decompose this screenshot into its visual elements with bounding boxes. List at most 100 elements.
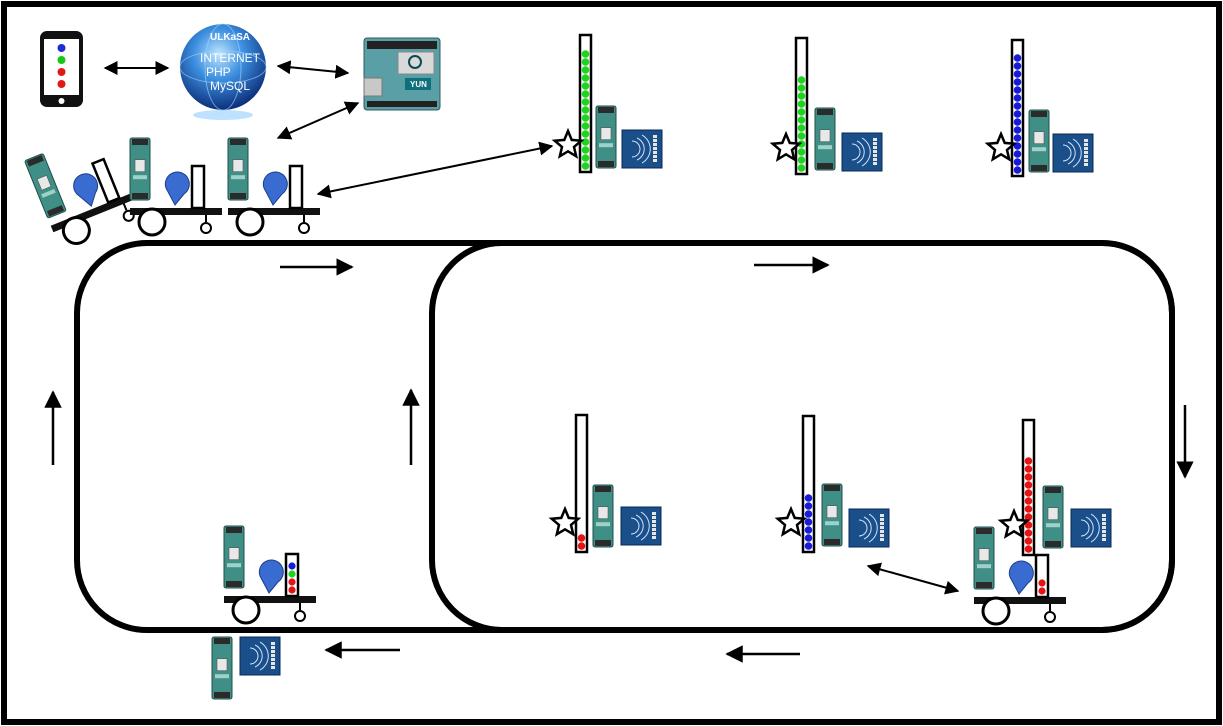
led-tower — [801, 414, 816, 554]
led-tower — [574, 413, 589, 554]
star-marker-icon — [551, 127, 585, 159]
station-led-icon — [804, 518, 813, 526]
station-led-icon — [797, 84, 806, 92]
cart-wheel-icon — [137, 207, 167, 237]
globe-internet-text: INTERNET — [200, 51, 261, 65]
station-led-icon — [804, 542, 813, 550]
phone-led-icon — [57, 56, 66, 64]
station-led-icon — [804, 526, 813, 534]
phone-led-icon — [57, 68, 66, 76]
cart-led-icon — [288, 586, 296, 594]
station-led-icon — [1024, 497, 1033, 505]
station-led-icon — [577, 542, 586, 550]
yun-label: YUN — [410, 80, 427, 89]
station-led-icon — [797, 116, 806, 124]
arduino-board-icon — [592, 484, 614, 548]
cart-led-tower — [190, 164, 206, 210]
station-led-icon — [797, 132, 806, 140]
station-led-icon — [797, 92, 806, 100]
smartphone-icon — [40, 31, 83, 107]
cart-wheel-icon — [1044, 611, 1056, 623]
rfid-reader-icon — [848, 508, 890, 548]
bottom-station-2 — [774, 414, 890, 554]
cart-platform — [130, 208, 222, 215]
station-led-icon — [1024, 505, 1033, 513]
top-station-2 — [769, 36, 883, 176]
station-led-icon — [797, 148, 806, 156]
arduino-board-icon — [129, 137, 151, 201]
cart-bottom-right — [973, 526, 1066, 626]
station-led-icon — [581, 162, 590, 170]
link-arrows — [103, 60, 960, 595]
station-led-icon — [581, 82, 590, 90]
cart-led-icon — [288, 562, 296, 570]
station-led-icon — [1024, 481, 1033, 489]
station-led-icon — [581, 106, 590, 114]
rfid-tag-icon — [258, 559, 284, 594]
station-led-icon — [1013, 54, 1022, 62]
station-led-icon — [581, 154, 590, 162]
star-marker-icon — [548, 505, 582, 537]
cart-top-2 — [227, 137, 320, 237]
station-led-icon — [1013, 166, 1022, 174]
station-led-icon — [797, 140, 806, 148]
globe-mysql-text: MySQL — [210, 79, 250, 93]
station-led-icon — [1013, 118, 1022, 126]
arduino-board-icon — [227, 137, 249, 201]
carts-layer — [24, 137, 1066, 626]
station-led-icon — [581, 146, 590, 154]
station-led-icon — [577, 534, 586, 542]
station-led-icon — [581, 122, 590, 130]
station-led-icon — [1013, 126, 1022, 134]
rfid-tag-icon — [164, 171, 190, 206]
station-led-icon — [797, 100, 806, 108]
station-led-icon — [1013, 102, 1022, 110]
station-led-icon — [1013, 150, 1022, 158]
star-marker-icon — [997, 507, 1031, 539]
rfid-reader-icon — [841, 132, 883, 172]
cart-led-icon — [1038, 587, 1046, 595]
station-led-icon — [581, 98, 590, 106]
cart-wheel-icon — [294, 610, 306, 622]
station-led-icon — [1013, 86, 1022, 94]
arduino-board-icon — [1042, 485, 1064, 549]
cart-led-tower — [1034, 553, 1050, 599]
arduino-board-icon — [24, 153, 67, 219]
station-led-icon — [797, 164, 806, 172]
station-led-icon — [581, 66, 590, 74]
station-led-icon — [581, 50, 590, 58]
rfid-reader-icon — [1052, 133, 1094, 173]
cart-led-icon — [1038, 579, 1046, 587]
station-led-icon — [797, 124, 806, 132]
arduino-board-icon — [814, 107, 836, 171]
star-marker-icon — [774, 505, 808, 537]
cart-wheel-icon — [200, 222, 212, 234]
station-led-icon — [581, 138, 590, 146]
rfid-reader-icon — [621, 129, 663, 169]
station-led-icon — [581, 90, 590, 98]
cart-wheel-icon — [231, 595, 261, 625]
cart-station-link-icon — [316, 141, 554, 199]
arduino-board-icon — [595, 105, 617, 169]
cart-wheel-icon — [61, 215, 91, 245]
rfid-reader-icon — [1070, 508, 1112, 548]
globe-brand-text: ULKaSA — [210, 32, 250, 43]
station-led-icon — [1013, 134, 1022, 142]
rfid-reader-icon — [239, 636, 281, 676]
direction-arrows — [44, 256, 1194, 663]
bottom-left-reader-station — [211, 636, 281, 700]
top-station-1 — [551, 33, 663, 174]
station-led-icon — [1013, 62, 1022, 70]
rfid-reader-icon — [620, 506, 662, 546]
station-cart-link-icon — [866, 562, 960, 595]
station-led-icon — [1013, 110, 1022, 118]
station-led-icon — [1013, 94, 1022, 102]
rfid-tag-icon — [1008, 560, 1034, 595]
inner-track — [429, 240, 1175, 633]
cart-wheel-icon — [235, 207, 265, 237]
station-led-icon — [804, 510, 813, 518]
internet-yun-link-icon — [276, 60, 350, 79]
station-led-icon — [1024, 457, 1033, 465]
station-led-icon — [797, 76, 806, 84]
